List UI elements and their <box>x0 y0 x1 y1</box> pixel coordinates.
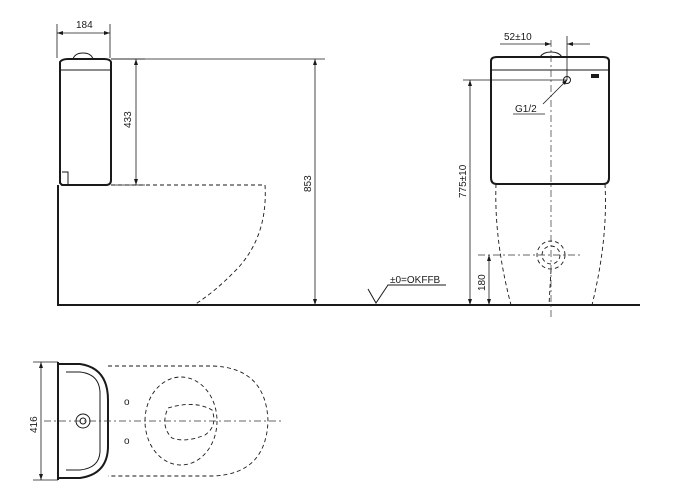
dim-total-height: 853 <box>303 175 314 192</box>
top-view: o o 416 <box>29 361 282 481</box>
front-indicator <box>591 74 599 78</box>
front-cistern <box>490 56 610 185</box>
floor-reference-label: ±0=OKFFB <box>390 275 441 286</box>
top-bowl-opening <box>144 376 218 466</box>
svg-text:o: o <box>124 436 130 447</box>
front-pan-outline <box>495 183 606 306</box>
front-view: G1/2 52±10 775±10 180 <box>458 32 610 318</box>
dim-inlet-height: 775±10 <box>458 164 469 198</box>
floor-reference-marker <box>367 284 446 304</box>
top-seat-hole <box>164 404 215 441</box>
floor-reference: ±0=OKFFB <box>367 275 446 304</box>
side-flush-button <box>72 52 94 60</box>
dim-tank-depth: 184 <box>76 20 93 31</box>
dim-outlet-height: 180 <box>477 274 488 291</box>
side-view: 184 433 853 <box>56 20 325 306</box>
dim-tank-height: 433 <box>123 111 134 128</box>
top-cistern <box>58 363 109 479</box>
dim-width: 416 <box>29 416 40 433</box>
dim-inlet-offset: 52±10 <box>504 32 532 43</box>
inlet-thread-label: G1/2 <box>515 104 537 115</box>
top-bowl-outline <box>108 365 269 477</box>
svg-text:o: o <box>124 397 130 408</box>
side-cistern <box>59 58 112 186</box>
side-bowl-outline <box>111 184 266 306</box>
